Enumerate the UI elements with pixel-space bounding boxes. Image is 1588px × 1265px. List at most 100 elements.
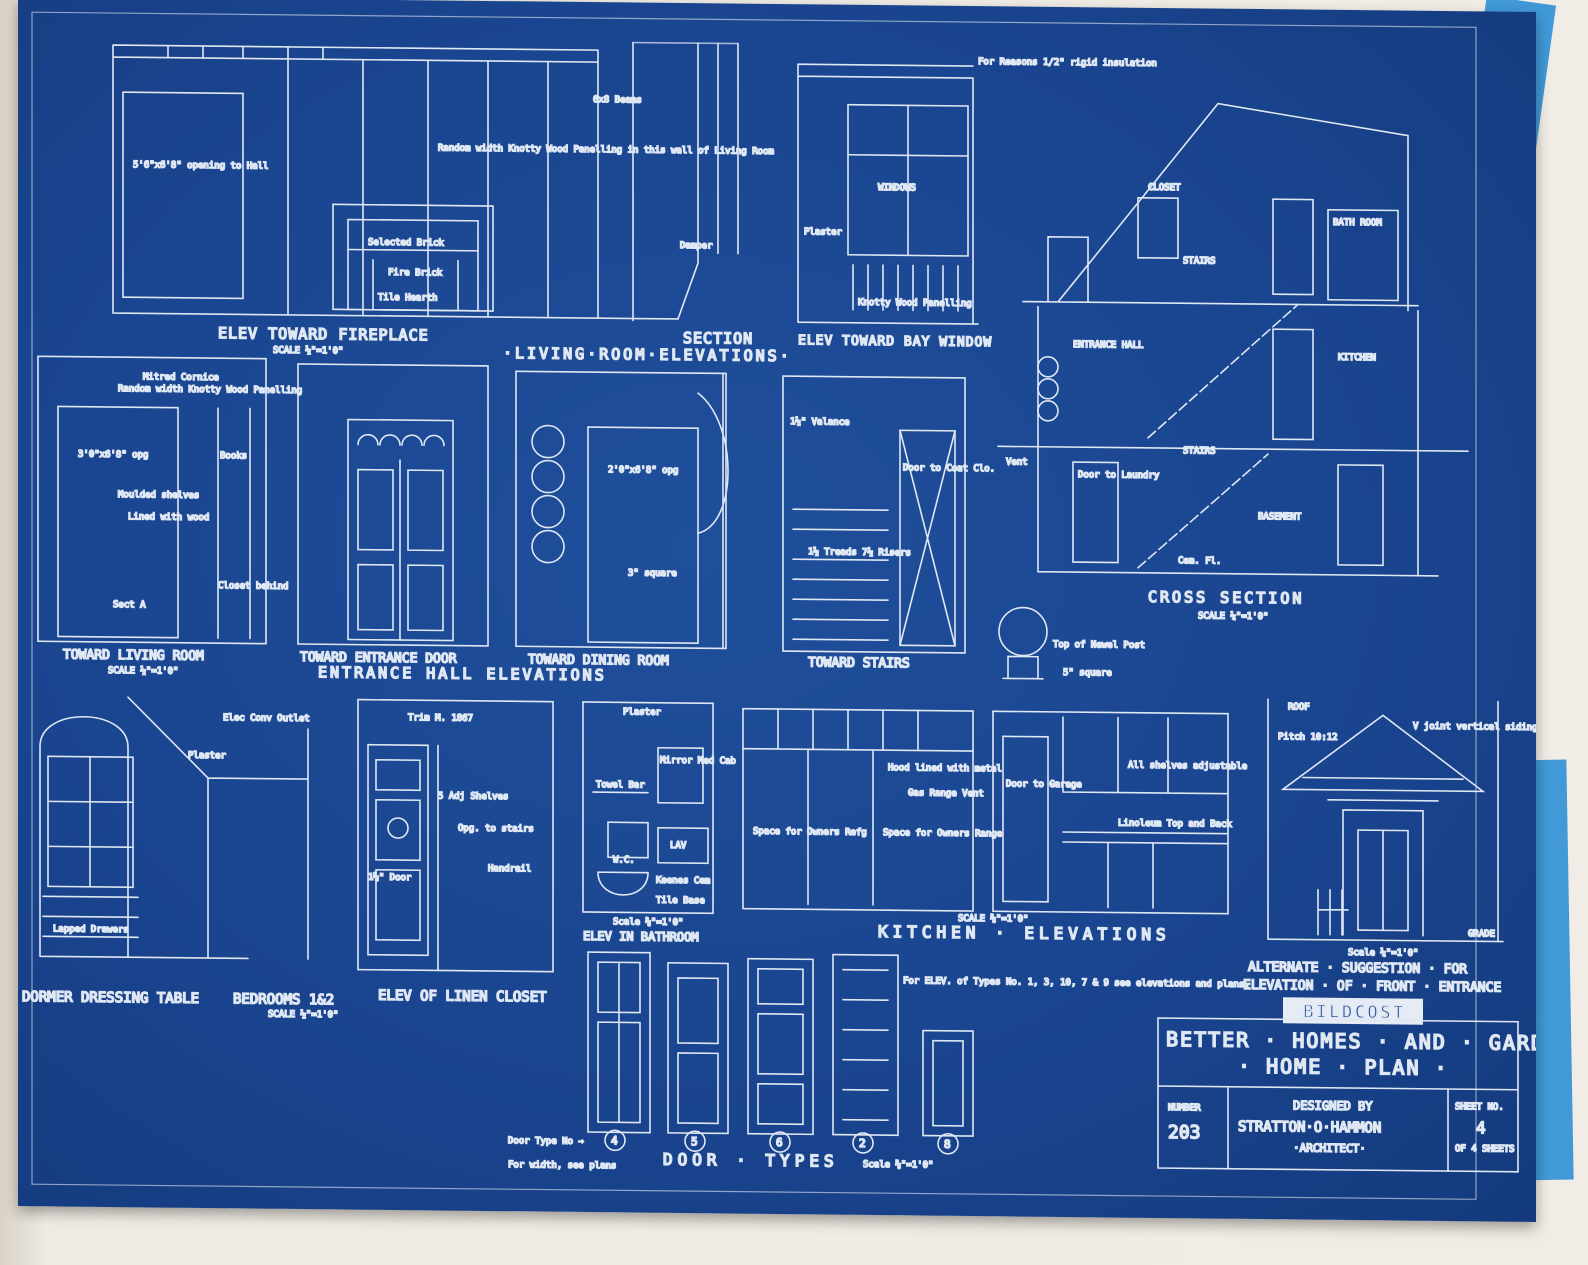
note-refrig: Space for Owners Refg bbox=[753, 827, 867, 838]
entrance-hall-elevations: Mitred Cornice Random width Knotty Wood … bbox=[37, 355, 1146, 685]
title-block-sheet-no: 4 bbox=[1476, 1118, 1486, 1137]
note-sect-a: Sect A bbox=[113, 600, 146, 610]
note-outlet: Elec Conv Outlet bbox=[223, 713, 310, 724]
note-square: 3" square bbox=[628, 568, 677, 579]
label-toward-dining-room: TOWARD DINING ROOM bbox=[528, 652, 669, 668]
label-elev-toward-bay-window: ELEV TOWARD BAY WINDOW bbox=[798, 333, 992, 350]
label-elevation-front-entrance: ELEVATION · OF · FRONT · ENTRANCE bbox=[1243, 978, 1501, 996]
title-block-line2: · HOME · PLAN · bbox=[1238, 1054, 1449, 1080]
note-gas-vent: Gas Range Vent bbox=[908, 788, 984, 799]
label-cross-section-scale: SCALE ¼"=1'0" bbox=[1198, 611, 1268, 622]
note-brick: Selected Brick bbox=[368, 238, 444, 249]
label-bath-scale: Scale ⅜"=1'0" bbox=[613, 917, 683, 928]
bathroom-elevation: Plaster Mirror Med Cab Towel Bar LAV W.C… bbox=[582, 701, 737, 945]
label-dormer-dressing-table: DORMER DRESSING TABLE bbox=[22, 989, 199, 1007]
note-closet-behind: Closet behind bbox=[218, 581, 288, 592]
living-room-elevations: ELEV TOWARD FIREPLACE SECTION ELEV TOWAR… bbox=[112, 41, 1158, 366]
note-linoleum: Linoleum Top and Back bbox=[1118, 819, 1232, 830]
door-type-number: 2 bbox=[859, 1137, 866, 1150]
note-handrail: Handrail bbox=[488, 864, 531, 874]
label-entrance-hall-elevations: ENTRANCE HALL ELEVATIONS bbox=[318, 663, 607, 684]
note-mirror: Mirror Med Cab bbox=[660, 756, 736, 767]
label-stairs-upper: STAIRS bbox=[1183, 256, 1216, 266]
note-panelling: Random width Knotty Wood Panelling in th… bbox=[438, 143, 774, 157]
label-alternate-suggestion: ALTERNATE · SUGGESTION · FOR bbox=[1248, 960, 1467, 977]
label-door-laundry: Door to Laundry bbox=[1078, 470, 1160, 481]
note-knotty-panelling: Knotty Wood Panelling bbox=[858, 298, 972, 309]
note-range: Space for Owners Range bbox=[883, 828, 1002, 839]
label-toward-living-room: TOWARD LIVING ROOM bbox=[63, 648, 204, 664]
note-linen-door: 1⅜" Door bbox=[368, 873, 412, 883]
title-block-number: 203 bbox=[1168, 1122, 1201, 1143]
note-grade: GRADE bbox=[1468, 929, 1495, 939]
note-mitred-cornice: Mitred Cornice bbox=[143, 372, 219, 383]
label-door-scale: Scale ⅜"=1'0" bbox=[863, 1160, 933, 1171]
note-fire-brick: Fire Brick bbox=[388, 268, 443, 279]
front-entrance-elevation: ROOF Pitch 10:12 V joint vertical siding… bbox=[1242, 698, 1536, 996]
label-living-room-elevations: ·LIVING·ROOM·ELEVATIONS· bbox=[503, 344, 792, 365]
label-elev-toward-fireplace: ELEV TOWARD FIREPLACE bbox=[218, 324, 429, 344]
note-books: Books bbox=[220, 451, 247, 461]
title-block-sheet-label: SHEET NO. bbox=[1455, 1102, 1504, 1113]
note-top-newel: Top of Newel Post bbox=[1053, 640, 1145, 651]
title-block-architect-role: ·ARCHITECT· bbox=[1293, 1141, 1366, 1155]
note-v-joint: V joint vertical siding bbox=[1413, 722, 1536, 733]
note-towel-bar: Towel Bar bbox=[596, 780, 645, 791]
note-roof: ROOF bbox=[1288, 702, 1310, 712]
dormer-and-linen: Plaster Elec Conv Outlet Lapped Drawers … bbox=[21, 696, 554, 1021]
note-bath-plaster: Plaster bbox=[623, 707, 662, 717]
label-living-scale: SCALE ½"=1'0" bbox=[273, 345, 343, 357]
title-block-designed-by: DESIGNED BY bbox=[1293, 1098, 1373, 1113]
label-toward-stairs: TOWARD STAIRS bbox=[808, 655, 910, 671]
note-door-types: For ELEV. of Types No. 1, 3, 10, 7 & 9 s… bbox=[903, 976, 1250, 990]
note-door-coat: Door to Coat Clo. bbox=[903, 463, 995, 474]
door-type-number: 4 bbox=[611, 1134, 618, 1147]
note-tile: Tile Base bbox=[656, 896, 705, 907]
title-block-brand: BILDCOST bbox=[1303, 1002, 1406, 1024]
note-opening: 5'6"x6'8" opening to Hall bbox=[133, 160, 268, 171]
label-bedrooms: BEDROOMS 1&2 bbox=[233, 991, 334, 1008]
label-kitchen-scale: SCALE ⅜"=1'0" bbox=[958, 914, 1028, 925]
note-damper: Damper bbox=[680, 241, 713, 251]
note-lapped: Lapped Drawers bbox=[53, 924, 129, 935]
title-block-number-label: NUMBER bbox=[1168, 1103, 1201, 1113]
label-dormer-scale: SCALE ½"=1'0" bbox=[268, 1009, 338, 1021]
label-toward-entrance-door: TOWARD ENTRANCE DOOR bbox=[300, 650, 457, 667]
note-metal: Hood lined with metal bbox=[888, 763, 1002, 774]
label-bath-room: BATH ROOM bbox=[1333, 218, 1382, 229]
label-vent: Vent bbox=[1006, 457, 1028, 467]
label-elev-linen-closet: ELEV OF LINEN CLOSET bbox=[378, 988, 547, 1006]
label-kitchen: KITCHEN bbox=[1338, 353, 1376, 363]
note-kitchen-shelves: All shelves adjustable bbox=[1128, 761, 1247, 772]
note-adj-shelves: 5 Adj Shelves bbox=[438, 791, 508, 802]
note-pitch: Pitch 10:12 bbox=[1278, 732, 1338, 743]
note-plaster: Plaster bbox=[804, 227, 843, 237]
label-entrance-hall: ENTRANCE HALL bbox=[1073, 340, 1143, 351]
note-lined: Lined with wood bbox=[128, 512, 209, 523]
note-opg-stairs: Opg. to stairs bbox=[458, 824, 534, 835]
title-block-line1: BETTER · HOMES · AND · GARDENS bbox=[1166, 1027, 1536, 1055]
note-beams: 6x8 Beams bbox=[593, 95, 642, 106]
label-kitchen-elevations: KITCHEN · ELEVATIONS bbox=[878, 922, 1171, 944]
label-door-width-note: For width, see plans bbox=[508, 1160, 616, 1171]
note-dormer-plaster: Plaster bbox=[188, 751, 227, 761]
kitchen-elevations: Space for Owners Refg Space for Owners R… bbox=[742, 707, 1248, 945]
blueprint-sheet: ELEV TOWARD FIREPLACE SECTION ELEV TOWAR… bbox=[18, 0, 1536, 1222]
note-newel-square: 5" square bbox=[1063, 668, 1112, 679]
note-treads: 1½ Treads 7½ Risers bbox=[808, 546, 911, 558]
label-closet: CLOSET bbox=[1148, 183, 1181, 193]
label-door-type-no: Door Type No → bbox=[508, 1136, 584, 1147]
title-block-sheet-of: OF 4 SHEETS bbox=[1455, 1144, 1515, 1155]
note-wc: W.C. bbox=[613, 855, 635, 865]
note-trim: Trim M. 1867 bbox=[408, 713, 473, 724]
title-block: BILDCOST BETTER · HOMES · AND · GARDENS … bbox=[1157, 997, 1536, 1173]
label-basement: BASEMENT bbox=[1258, 512, 1302, 522]
door-type-number: 6 bbox=[776, 1136, 783, 1149]
door-type-number: 8 bbox=[944, 1138, 951, 1151]
label-section: SECTION bbox=[683, 329, 753, 348]
note-lav: LAV bbox=[670, 841, 687, 851]
door-type-number: 5 bbox=[691, 1135, 698, 1148]
door-types: Door Type No → 4 5 6 2 8 For width, see … bbox=[507, 951, 1251, 1172]
label-stairs-lower: STAIRS bbox=[1183, 446, 1216, 456]
title-block-architect-name: STRATTON·O·HAMMON bbox=[1238, 1119, 1381, 1137]
